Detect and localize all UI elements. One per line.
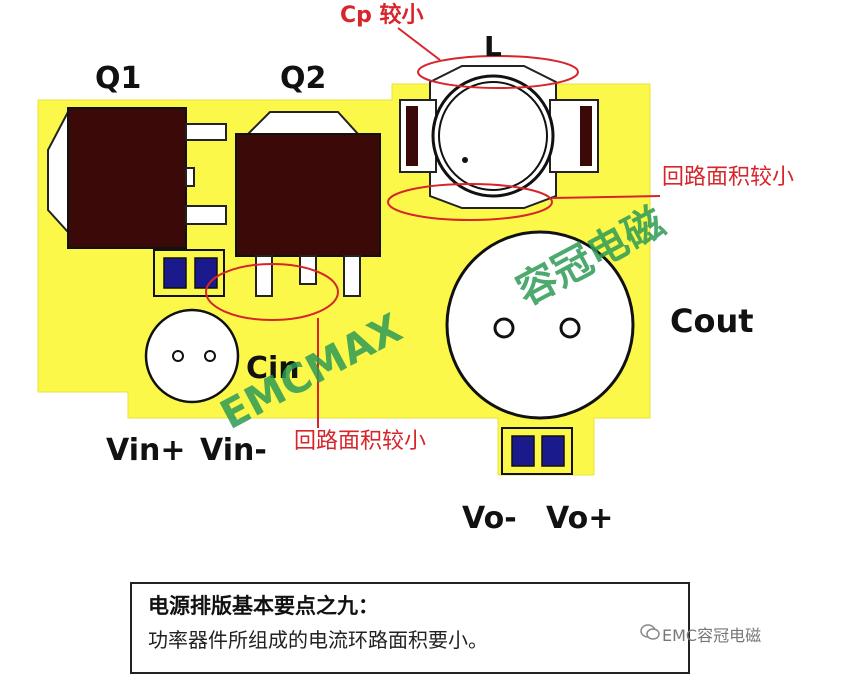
annotation-cp-small: Cp 较小 bbox=[340, 2, 424, 28]
caption-body: 功率器件所组成的电流环路面积要小。 bbox=[148, 628, 488, 652]
annotation-loop-area-right: 回路面积较小 bbox=[662, 165, 794, 190]
caption-box: 电源排版基本要点之九： 功率器件所组成的电流环路面积要小。 bbox=[130, 582, 690, 674]
label-q1: Q1 bbox=[95, 61, 141, 96]
cin-capacitor bbox=[144, 308, 240, 404]
inductor-l bbox=[399, 65, 599, 209]
label-cout: Cout bbox=[670, 302, 754, 340]
label-vo-minus: Vo- bbox=[462, 501, 517, 536]
label-vin-plus: Vin+ bbox=[106, 433, 185, 468]
label-inductor: L bbox=[484, 30, 502, 63]
label-q2: Q2 bbox=[280, 61, 326, 96]
q1-transistor bbox=[47, 107, 227, 249]
brand-label: EMC容冠电磁 bbox=[662, 626, 762, 645]
annotation-markers bbox=[205, 27, 661, 428]
output-pads bbox=[501, 427, 573, 475]
label-cin: Cin bbox=[246, 351, 300, 386]
label-vin-minus: Vin- bbox=[200, 433, 267, 468]
annotation-loop-area-bottom: 回路面积较小 bbox=[294, 429, 426, 454]
cout-capacitor bbox=[445, 230, 635, 420]
input-pads bbox=[153, 249, 225, 297]
wechat-icon bbox=[640, 624, 660, 640]
label-vo-plus: Vo+ bbox=[546, 501, 613, 536]
caption-title: 电源排版基本要点之九： bbox=[148, 594, 379, 618]
q2-transistor bbox=[235, 111, 381, 297]
